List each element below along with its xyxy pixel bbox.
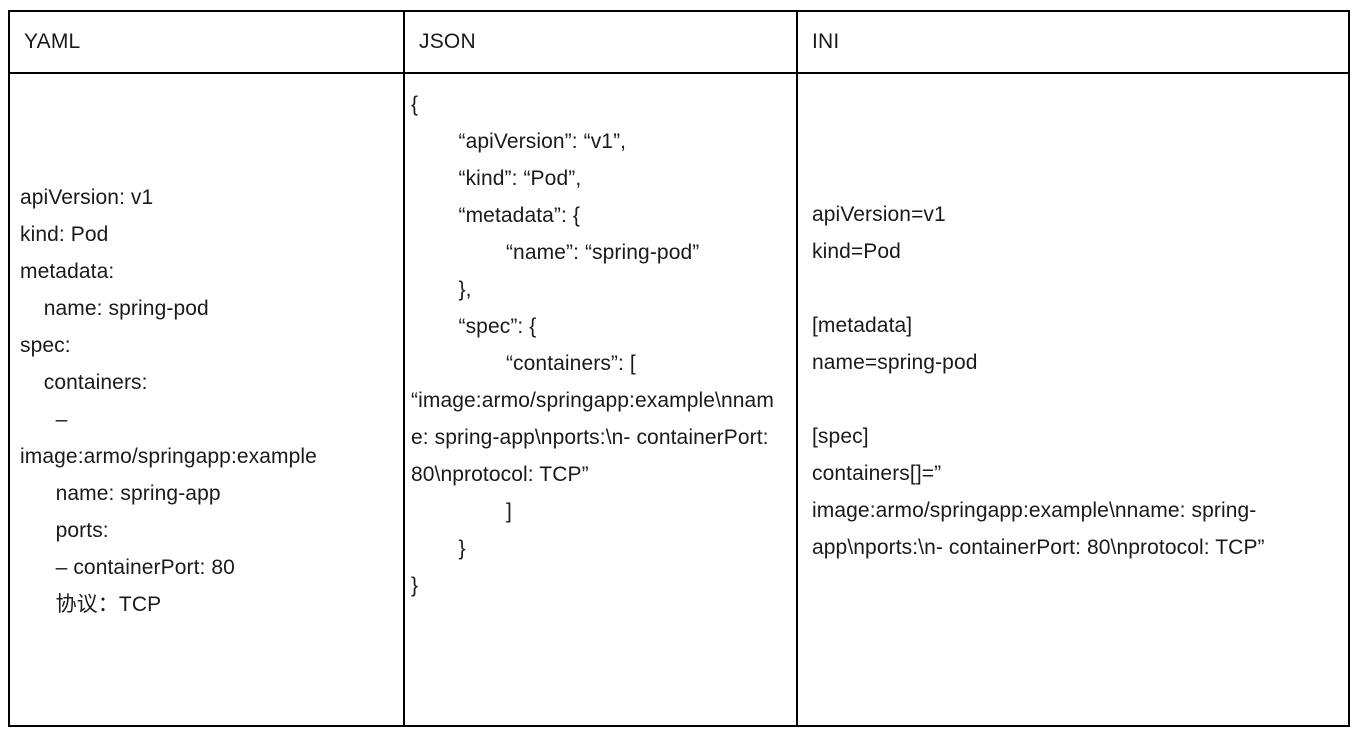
cell-ini-content: apiVersion=v1 kind=Pod [metadata] name=s… — [796, 73, 1348, 727]
ini-code-block: apiVersion=v1 kind=Pod [metadata] name=s… — [812, 203, 1265, 559]
column-header-yaml: YAML — [10, 12, 404, 74]
table-header-row: YAML JSON INI — [10, 12, 1348, 74]
json-code-block: { “apiVersion”: “v1”, “kind”: “Pod”, “me… — [411, 93, 774, 597]
table-body-row: apiVersion: v1 kind: Pod metadata: name:… — [10, 73, 1348, 727]
column-header-json: JSON — [403, 12, 797, 74]
cell-yaml-content: apiVersion: v1 kind: Pod metadata: name:… — [10, 73, 404, 727]
column-header-ini-label: INI — [812, 30, 840, 53]
yaml-code-block: apiVersion: v1 kind: Pod metadata: name:… — [20, 186, 317, 616]
column-header-ini: INI — [796, 12, 1348, 74]
column-header-yaml-label: YAML — [24, 30, 81, 53]
cell-json-content: { “apiVersion”: “v1”, “kind”: “Pod”, “me… — [403, 73, 797, 727]
comparison-table: YAML JSON INI apiVersion: v1 kind: Pod m… — [10, 12, 1348, 727]
format-comparison-table: YAML JSON INI apiVersion: v1 kind: Pod m… — [8, 10, 1350, 727]
column-header-json-label: JSON — [419, 30, 476, 53]
